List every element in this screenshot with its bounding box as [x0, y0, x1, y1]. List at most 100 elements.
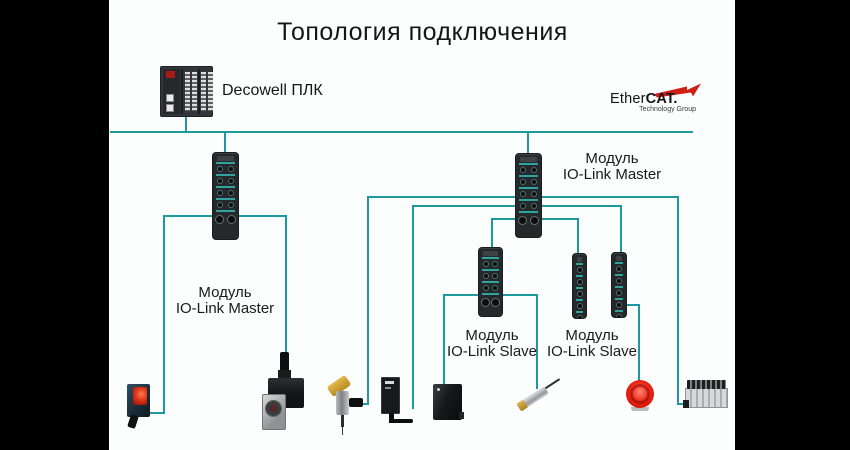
- ethercat-wordmark-bold: CAT.: [645, 91, 678, 107]
- module-label-window: [520, 157, 537, 162]
- module-port-label: [615, 274, 623, 276]
- module-power-row: [479, 297, 502, 308]
- wire-segment: [185, 117, 187, 132]
- module-port-row: [612, 313, 626, 317]
- module-port-row: [573, 290, 586, 298]
- motor-connector: [278, 370, 291, 380]
- m12-port-icon: [530, 191, 537, 197]
- m12-port-icon: [227, 190, 234, 196]
- m12-port-icon: [520, 191, 527, 197]
- compact-sensor-icon: [381, 377, 415, 425]
- wire-segment: [536, 294, 538, 389]
- label-io-link-master-left: Модуль IO-Link Master: [145, 285, 305, 317]
- label-line: IO-Link Slave: [546, 343, 638, 360]
- m12-port-icon: [616, 266, 622, 272]
- plc-slice-divider: [198, 69, 200, 114]
- module-port-row: [573, 314, 586, 318]
- tool-connector: [349, 398, 363, 407]
- module-port-label: [216, 198, 235, 200]
- sensor-gold-tip: [516, 399, 528, 412]
- plc-terminal-strip: [201, 72, 206, 111]
- label-line: Модуль: [585, 150, 639, 167]
- m12-port-icon: [217, 202, 224, 208]
- page-title: Топология подключения: [277, 18, 568, 46]
- io-link-master-left-image: [212, 152, 239, 240]
- wire-segment: [163, 215, 165, 413]
- module-port-row: [612, 301, 626, 309]
- module-port-row: [612, 289, 626, 297]
- m12-port-icon: [576, 267, 583, 273]
- wire-segment: [443, 294, 445, 385]
- estop-base: [631, 407, 649, 411]
- emergency-stop-button-icon: [626, 380, 654, 412]
- label-io-link-slave-middle: Модуль IO-Link Slave: [412, 328, 572, 360]
- m12-port-icon: [227, 166, 234, 172]
- m12-port-icon: [492, 261, 499, 267]
- plc-slice-divider: [181, 69, 183, 114]
- module-port-label: [576, 263, 583, 265]
- pneumatic-valve-terminal-icon: [683, 380, 730, 410]
- ethercat-subtitle: Technology Group: [639, 106, 696, 113]
- m12-port-icon: [482, 261, 489, 267]
- label-line: Модуль: [465, 327, 519, 344]
- m12-port-icon: [530, 179, 537, 185]
- module-port-label: [615, 310, 623, 312]
- ethercat-arrow-icon: [654, 83, 701, 98]
- sensor-red-lens: [133, 387, 147, 405]
- m12-port-icon: [217, 166, 224, 172]
- module-port-label: [482, 281, 499, 283]
- module-port-row: [213, 165, 238, 173]
- motor-cable-gland: [280, 352, 289, 372]
- m12-port-icon: [616, 314, 622, 317]
- plc-status-led: [166, 71, 175, 78]
- sensor-led: [437, 388, 440, 391]
- ethercat-wordmark: EtherCAT.: [610, 91, 678, 107]
- clinching-tool-icon: [326, 374, 366, 436]
- m12-port-icon: [482, 273, 489, 279]
- module-port-label: [519, 175, 538, 177]
- module-port-label: [216, 210, 235, 212]
- m12-port-icon: [616, 290, 622, 296]
- module-port-row: [213, 189, 238, 197]
- m12-port-icon: [530, 203, 537, 209]
- io-link-slave-pair-2-image: [611, 252, 627, 318]
- power-port-icon: [480, 298, 490, 307]
- m12-port-icon: [227, 202, 234, 208]
- wire-segment: [224, 132, 226, 153]
- module-port-row: [213, 201, 238, 209]
- label-line: IO-Link Slave: [446, 343, 538, 360]
- estop-ring: [630, 384, 650, 404]
- module-port-label: [216, 186, 235, 188]
- module-port-label: [615, 298, 623, 300]
- module-port-label: [576, 287, 583, 289]
- module-port-label: [576, 299, 583, 301]
- io-link-slave-middle-image: [478, 247, 503, 317]
- module-port-label: [519, 187, 538, 189]
- module-port-row: [612, 277, 626, 285]
- power-port-icon: [226, 215, 236, 224]
- module-port-label: [615, 262, 623, 264]
- ethercat-wordmark-regular: Ether: [610, 91, 646, 107]
- module-port-label: [216, 162, 235, 164]
- m12-port-icon: [482, 285, 489, 291]
- module-port-row: [516, 190, 541, 198]
- label-io-link-master-right: Модуль IO-Link Master: [532, 151, 692, 183]
- module-power-row: [213, 214, 238, 225]
- plc-image: [160, 66, 213, 117]
- m12-port-icon: [492, 285, 499, 291]
- power-port-icon: [529, 216, 539, 225]
- module-port-label: [482, 293, 499, 295]
- module-port-row: [612, 265, 626, 273]
- module-port-label: [519, 163, 538, 165]
- m12-port-icon: [530, 167, 537, 173]
- label-io-link-slave-pair: Модуль IO-Link Slave: [512, 328, 672, 360]
- valve-caps-row: [687, 380, 726, 389]
- sensor-cable: [389, 419, 413, 423]
- io-link-slave-pair-1-image: [572, 253, 587, 319]
- m12-port-icon: [576, 315, 583, 318]
- io-link-master-right-image: [515, 153, 542, 238]
- plc-cpu-slice: [163, 69, 180, 114]
- valve-manifold: [685, 388, 728, 408]
- module-port-row: [516, 178, 541, 186]
- module-port-label: [519, 211, 538, 213]
